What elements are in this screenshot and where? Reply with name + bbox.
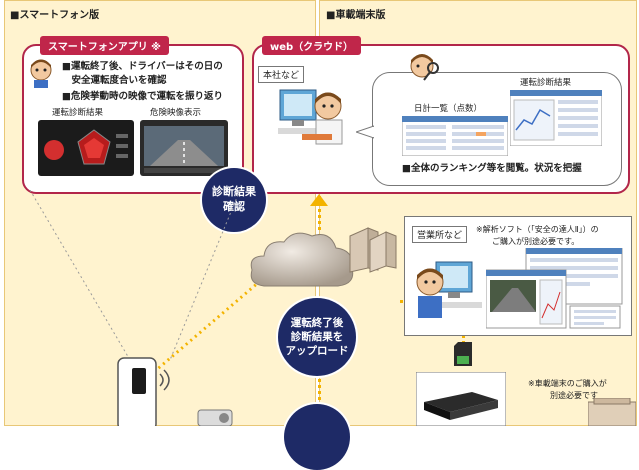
daily-list-table-image	[402, 116, 508, 156]
app-diagnosis-screen-image	[38, 120, 134, 176]
upload-circle: 運転終了後診断結果をアップロード	[278, 298, 356, 376]
onboard-panel-title: ■車載端末版	[326, 10, 386, 21]
circle-top-line-2: 確認	[223, 200, 245, 213]
web-summary-text: ■全体のランキング等を閲覧。状況を把握	[402, 163, 582, 174]
arrow-mid-vertical	[318, 360, 321, 400]
app-feature-line-2: 安全運転度合いを確認	[62, 75, 167, 86]
app-feature-line-3: ■危険挙動時の映像で運転を振り返り	[62, 91, 223, 102]
smartphone-icon	[117, 357, 170, 426]
device-note-line-1: ※車載端末のご購入が	[528, 379, 607, 388]
onboard-device-image	[416, 372, 506, 426]
circle-mid-line-3: アップロード	[285, 345, 349, 358]
camera-icon	[197, 409, 233, 426]
analysis-software-screens-image	[486, 248, 623, 329]
caption-driving-result: 運転診断結果	[52, 108, 104, 118]
diagnosis-confirm-circle: 診断結果確認	[202, 168, 266, 232]
vehicle-box-image	[588, 398, 636, 426]
web-cloud-tag: web（クラウド）	[262, 36, 362, 55]
office-note-line-1: ※解析ソフト（「安全の達人Ⅱ」）の	[476, 225, 599, 234]
app-feature-line-1: ■運転終了後、ドライバーはその日の	[62, 61, 223, 72]
caption-danger-video: 危険映像表示	[150, 108, 202, 118]
arrow-head-up-icon	[310, 194, 328, 206]
daily-list-label: 日計一覧（点数）	[414, 104, 483, 114]
arrow-up-to-cloud	[318, 196, 321, 238]
web-diagnosis-result-label: 運転診断結果	[520, 78, 572, 88]
connector-lines	[29, 190, 241, 361]
office-person-at-pc-image	[416, 261, 482, 318]
app-danger-video-image	[140, 120, 228, 176]
speech-bubble-tail	[356, 125, 374, 139]
hq-label: 本社など	[258, 66, 305, 83]
server-icon	[349, 227, 397, 273]
office-note-line-2: ご購入が別途必要です。	[492, 237, 580, 246]
cloud-icon	[250, 232, 354, 287]
circle-mid-line-2: 診断結果を	[290, 330, 344, 343]
smartphone-panel-title: ■スマートフォン版	[10, 10, 100, 21]
arrow-sd-to-office	[462, 330, 465, 344]
driver-avatar-small-icon	[30, 59, 52, 88]
sd-card-icon	[454, 342, 472, 366]
device-note-line-2: 別途必要です	[550, 391, 598, 400]
office-label: 営業所など	[412, 226, 468, 243]
inspector-avatar-icon	[410, 54, 439, 81]
circle-top-line-1: 診断結果	[212, 185, 256, 199]
circle-mid-line-1: 運転終了後	[290, 316, 344, 329]
hq-person-at-pc-image	[278, 89, 343, 145]
web-diagnosis-chart-image	[510, 90, 602, 146]
bottom-circle	[284, 404, 350, 470]
smartphone-app-tag: スマートフォンアプリ ※	[40, 36, 169, 55]
